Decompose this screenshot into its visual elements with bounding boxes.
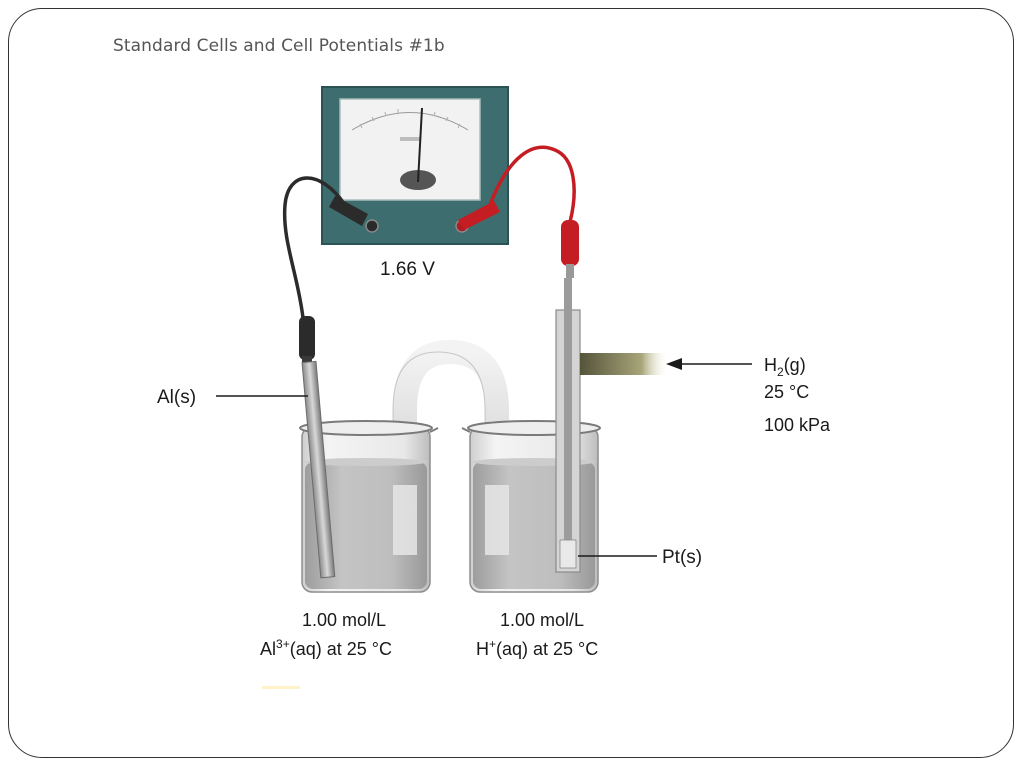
- aluminum-electrode: [301, 360, 336, 579]
- meter-needle: [417, 107, 423, 183]
- black-lead: [282, 176, 368, 366]
- salt-bridge: [393, 339, 509, 520]
- slide-title: Standard Cells and Cell Potentials #1b: [113, 36, 445, 56]
- gas-label: H2(g): [764, 355, 806, 379]
- anode-label: Al(s): [157, 387, 196, 408]
- red-lead: [458, 145, 579, 278]
- cathode-label: Pt(s): [662, 547, 702, 568]
- gas-inlet: [580, 353, 668, 375]
- hydrogen-electrode: [555, 278, 668, 573]
- gas-pressure: 100 kPa: [764, 415, 831, 435]
- platinum-foil: [559, 539, 577, 569]
- meter-terminal-black: [365, 219, 379, 233]
- right-beaker-concentration: 1.00 mol/L: [500, 610, 584, 630]
- gas-arrow-head: [666, 358, 682, 370]
- left-beaker-ion: Al3+(aq) at 25 °C: [260, 637, 392, 659]
- voltmeter-reading: 1.66 V: [380, 259, 435, 280]
- right-beaker-ion: H+(aq) at 25 °C: [476, 637, 598, 659]
- left-beaker-concentration: 1.00 mol/L: [302, 610, 386, 630]
- voltmeter: [321, 86, 509, 245]
- gas-temperature: 25 °C: [764, 382, 809, 402]
- slide-frame: [8, 8, 1014, 758]
